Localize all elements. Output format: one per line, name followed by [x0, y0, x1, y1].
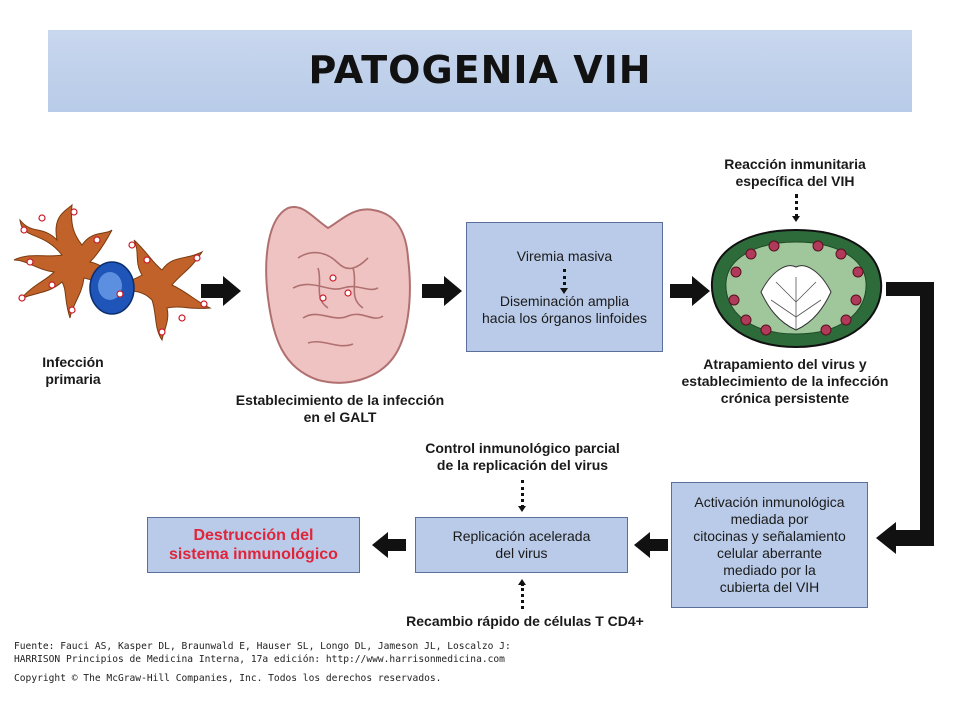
dotted-arrow-down-icon [560, 268, 568, 294]
galt-label: Establecimiento de la infección en el GA… [235, 392, 445, 425]
intestine-illustration [265, 206, 411, 384]
arrow-right-icon [201, 276, 241, 306]
destruction-label: Destrucción del sistema inmunológico [169, 527, 338, 563]
activation-box: Activación inmunológica mediada por cito… [671, 482, 868, 608]
arrow-left-icon [372, 532, 406, 558]
replication-box: Replicación acelerada del virus [415, 517, 628, 573]
arrow-right-icon [670, 276, 710, 306]
primary-infection-illustration [13, 203, 212, 342]
specific-reaction-label: Reacción inmunitaria específica del VIH [724, 156, 866, 189]
lymph-node-illustration [710, 228, 883, 349]
dotted-arrow-up-icon [518, 579, 526, 609]
arrow-right-icon [422, 276, 462, 306]
title-bar: PATOGENIA VIH [48, 30, 912, 112]
dendritic-cell-icon [110, 239, 212, 342]
dotted-arrow-down-icon [792, 194, 800, 222]
primary-infection-label: Infección primaria [42, 354, 104, 387]
partial-control-label: Control inmunológico parcial de la repli… [425, 440, 620, 473]
destruction-box: Destrucción del sistema inmunológico [147, 517, 360, 573]
source-line-2: HARRISON Principios de Medicina Interna,… [14, 654, 505, 665]
activation-label: Activación inmunológica mediada por cito… [693, 494, 846, 595]
trapping-label: Atrapamiento del virus y establecimiento… [681, 356, 889, 406]
viremia-label: Viremia masiva [516, 247, 613, 264]
arrow-left-icon [634, 532, 668, 558]
elbow-arrow-icon [876, 282, 934, 554]
lymphocyte-icon [89, 261, 135, 315]
source-citation: Fuente: Fauci AS, Kasper DL, Braunwald E… [14, 640, 511, 685]
viremia-box: Viremia masiva Diseminación amplia hacia… [466, 222, 663, 352]
cd4-turnover-label: Recambio rápido de células T CD4+ [406, 613, 644, 629]
copyright-line: Copyright © The McGraw-Hill Companies, I… [14, 673, 442, 684]
virus-particles [18, 208, 208, 336]
source-line-1: Fuente: Fauci AS, Kasper DL, Braunwald E… [14, 641, 511, 652]
page-title: PATOGENIA VIH [308, 48, 652, 92]
dissemination-label: Diseminación amplia hacia los órganos li… [482, 292, 647, 326]
replication-label: Replicación acelerada del virus [452, 528, 591, 561]
dotted-arrow-down-icon [518, 480, 526, 512]
